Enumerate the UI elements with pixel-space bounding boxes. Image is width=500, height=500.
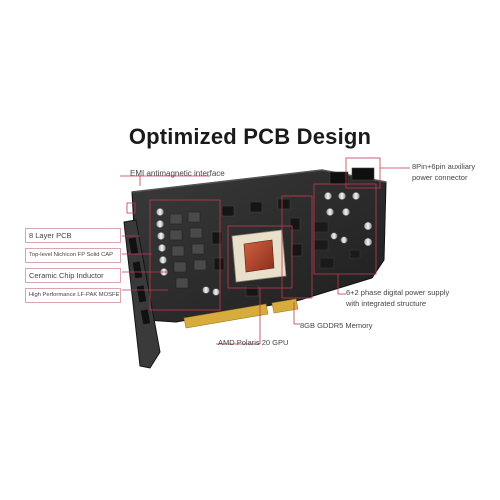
ceramic-chip-inductors (169, 211, 207, 289)
callout-aux-power-line2: power connector (412, 173, 468, 182)
feature-list: 8 Layer PCB Top-level Nichicon FP Solid … (25, 228, 121, 308)
callout-phase-line2: with integrated structure (346, 299, 427, 308)
pcie-gold-fingers (183, 298, 299, 329)
callout-aux-power-line1: 8Pin+6pin auxiliary (412, 162, 476, 171)
power-phase-components (313, 221, 361, 269)
gpu-chip (231, 229, 287, 283)
auxiliary-power-connectors (329, 167, 375, 185)
solid-capacitors (156, 192, 373, 296)
callout-memory: 8GB GDDR5 Memory (300, 321, 373, 330)
feature-label: Top-level Nichicon FP Solid CAP (25, 248, 121, 263)
callout-phase-line1: 6+2 phase digital power supply (346, 288, 450, 297)
callout-power-phase: 6+2 phase digital power supply with inte… (346, 287, 449, 309)
feature-label: High Performance LF-PAK MOSFET (25, 288, 121, 303)
memory-chips (211, 198, 303, 297)
callout-lines (120, 157, 410, 345)
callout-gpu: AMD Polaris 20 GPU (218, 338, 289, 347)
feature-label: 8 Layer PCB (25, 228, 121, 243)
feature-label: Ceramic Chip Inductor (25, 268, 121, 283)
callout-emi: EMI antimagnetic interface (130, 169, 225, 178)
page-title: Optimized PCB Design (128, 124, 372, 149)
callout-aux-power: 8Pin+6pin auxiliary power connector (412, 161, 475, 183)
